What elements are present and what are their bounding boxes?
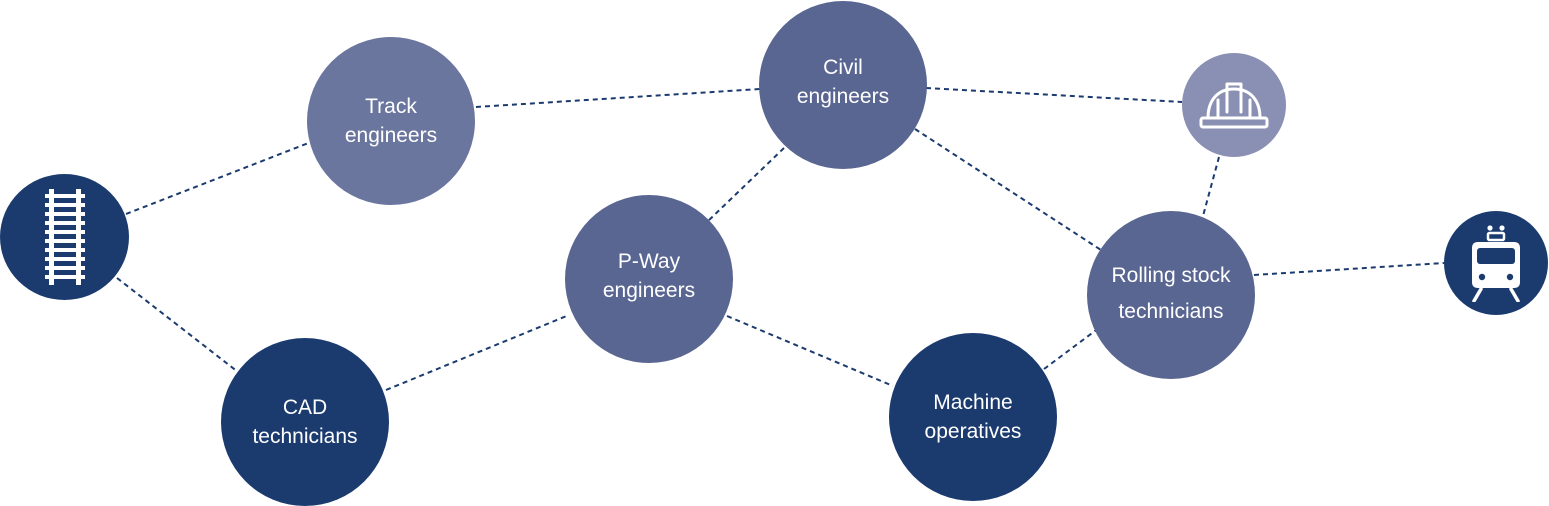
node-machine-line2: operatives [924,420,1022,443]
node-machine-operatives: Machine operatives [889,333,1057,501]
link-pway-machine [726,315,894,387]
link-rail-track [125,141,312,215]
train-node [1444,211,1548,315]
node-pway-engineers: P-Way engineers [565,195,733,363]
link-helmet-rolling [1202,156,1220,217]
link-cad-pway [385,314,570,391]
node-civil-engineers: Civil engineers [759,1,927,169]
node-machine-line1: Machine [933,391,1013,414]
node-cad-line1: CAD [282,396,328,419]
node-civil-line1: Civil [823,56,863,79]
rail-track-node [0,174,129,300]
node-pway-line1: P-Way [617,250,681,273]
node-civil-line2: engineers [796,85,890,108]
link-rolling-train [1253,262,1445,276]
link-civil-helmet [925,87,1183,103]
node-rolling-line1: Rolling stock [1111,264,1231,287]
link-track-civil [475,88,761,108]
node-track-engineers: Track engineers [307,37,475,205]
link-rail-cad [116,277,239,373]
railway-track-icon [44,189,85,285]
link-civil-pway [706,147,785,223]
node-rolling-line2: technicians [1118,300,1224,323]
hard-hat-icon [1199,82,1269,129]
hard-hat-node [1182,53,1286,157]
node-cad-technicians: CAD technicians [221,338,389,506]
train-icon [1472,225,1520,302]
node-track-line1: Track [365,95,417,118]
node-track-line2: engineers [344,124,438,147]
link-machine-rolling [1043,327,1100,370]
node-rolling-stock-technicians: Rolling stock technicians [1087,211,1255,379]
node-pway-line2: engineers [602,279,696,302]
link-civil-rolling [914,128,1102,251]
node-cad-line2: technicians [252,425,358,448]
